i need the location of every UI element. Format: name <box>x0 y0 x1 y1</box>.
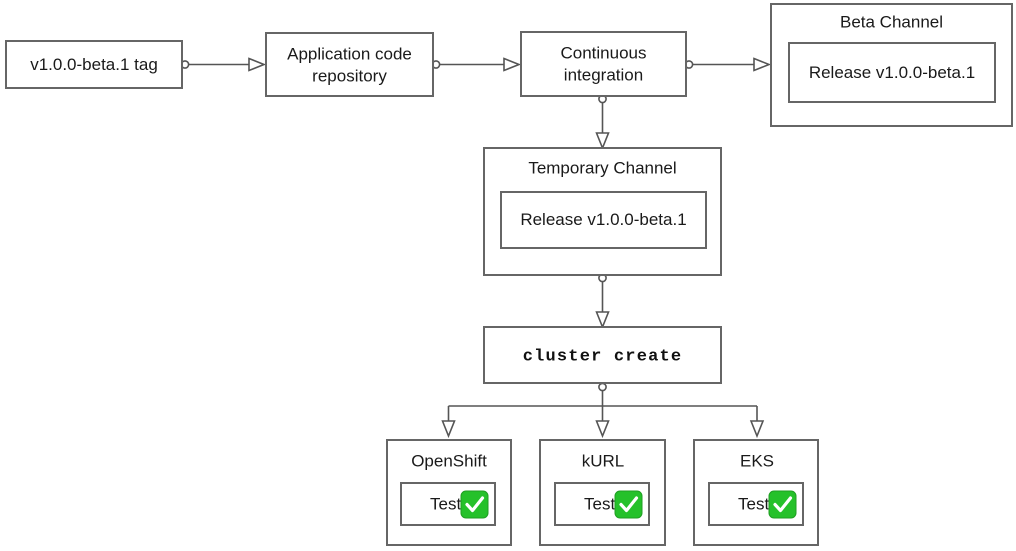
beta-channel-title: Beta Channel <box>840 12 943 31</box>
openshift-tests-label: Tests <box>430 494 470 513</box>
node-ci-label-line1: Continuous <box>560 43 646 62</box>
edge-temporary-channel-to-cluster-create <box>595 273 610 330</box>
openshift-title: OpenShift <box>411 451 487 470</box>
cluster-create-label: cluster create <box>523 347 683 366</box>
node-repo-label-line1: Application code <box>287 44 412 63</box>
kurl-title: kURL <box>582 451 625 470</box>
edge-repo-to-ci <box>431 57 522 72</box>
kurl-tests-label: Tests <box>584 494 624 513</box>
node-box[interactable] <box>483 326 722 384</box>
check-badge-background <box>768 490 797 519</box>
node-box[interactable] <box>5 40 183 89</box>
node-box[interactable] <box>265 32 434 97</box>
check-badge-background <box>614 490 643 519</box>
check-badge-mark <box>465 496 485 513</box>
endpoint-dot-icon <box>598 382 607 392</box>
node-tag-label: v1.0.0-beta.1 tag <box>30 55 158 74</box>
node-box[interactable] <box>520 31 687 97</box>
node-cluster-create[interactable]: cluster create <box>483 326 722 384</box>
arrowhead-icon <box>595 420 610 439</box>
eks-tests-label: Tests <box>738 494 778 513</box>
temporary-channel-release-label: Release v1.0.0-beta.1 <box>520 210 686 229</box>
node-tag[interactable]: v1.0.0-beta.1 tag <box>5 40 183 89</box>
node-eks[interactable]: EKS Tests <box>693 439 819 546</box>
arrowhead-icon <box>595 311 610 330</box>
node-temporary-channel[interactable]: Temporary Channel Release v1.0.0-beta.1 <box>483 147 722 276</box>
arrowhead-icon <box>595 132 610 151</box>
node-application-code-repository[interactable]: Application code repository <box>265 32 434 97</box>
temporary-channel-release-box[interactable] <box>500 191 707 249</box>
node-repo-label-line2: repository <box>312 66 387 85</box>
white-heavy-check-mark-icon <box>614 490 643 519</box>
arrowhead-icon <box>749 420 765 439</box>
temporary-channel-title: Temporary Channel <box>528 158 676 177</box>
node-beta-channel[interactable]: Beta Channel Release v1.0.0-beta.1 <box>770 3 1013 127</box>
eks-title: EKS <box>740 451 774 470</box>
arrowhead-icon <box>753 57 772 72</box>
node-kurl[interactable]: kURL Tests <box>539 439 666 546</box>
edge-layer <box>180 57 772 439</box>
arrowhead-icon <box>248 57 267 72</box>
node-ci-label-line2: integration <box>564 65 643 84</box>
check-badge-background <box>460 490 489 519</box>
edge-cluster-create-fanout <box>441 382 765 439</box>
edge-tag-to-repo <box>180 57 267 72</box>
beta-channel-release-label: Release v1.0.0-beta.1 <box>809 63 975 82</box>
arrowhead-icon <box>441 420 456 439</box>
white-heavy-check-mark-icon <box>460 490 489 519</box>
white-heavy-check-mark-icon <box>768 490 797 519</box>
node-continuous-integration[interactable]: Continuous integration <box>520 31 687 97</box>
arrowhead-icon <box>503 57 522 72</box>
check-badge-mark <box>773 496 793 513</box>
edge-ci-to-beta-channel <box>684 57 772 72</box>
beta-channel-release-box[interactable] <box>788 42 996 103</box>
check-badge-mark <box>619 496 639 513</box>
edge-ci-to-temporary-channel <box>595 94 610 151</box>
node-openshift[interactable]: OpenShift Tests <box>386 439 512 546</box>
